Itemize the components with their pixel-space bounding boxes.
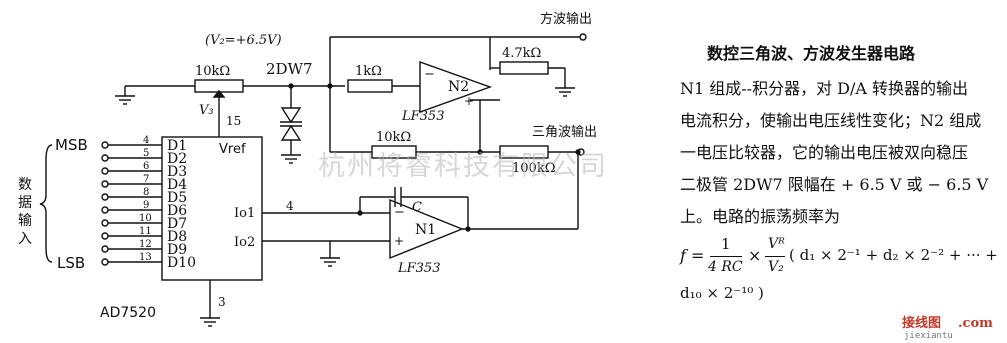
zener-diode-bottom bbox=[280, 124, 302, 141]
pinnum-2: 5 bbox=[143, 148, 150, 159]
pin-d1: D1 bbox=[167, 138, 188, 154]
square-out-label: 方波输出 bbox=[540, 12, 593, 27]
n2-label: N2 bbox=[448, 79, 470, 95]
n1-label: N1 bbox=[415, 222, 437, 238]
formula-sum: ( d₁ × 2⁻¹ + d₂ × 2⁻² + ··· + bbox=[789, 246, 998, 264]
data-in-char-3: 输 bbox=[18, 213, 32, 229]
formula-f: f = bbox=[680, 246, 705, 265]
brand-name: 接线图 bbox=[902, 316, 942, 331]
opamp-n2 bbox=[419, 61, 493, 113]
triangle-out-label: 三角波输出 bbox=[532, 125, 598, 140]
data-brace bbox=[39, 144, 53, 263]
formula-last: d₁₀ × 2⁻¹⁰ ) bbox=[680, 284, 764, 302]
pin-d5: D5 bbox=[167, 190, 188, 206]
description-line-1: N1 组成--积分器，对 D/A 转换器的输出 bbox=[680, 79, 969, 98]
pot-label: 10kΩ bbox=[195, 64, 231, 79]
resistor-1k bbox=[347, 79, 393, 93]
n1-minus: − bbox=[394, 205, 405, 220]
r100k-label: 100kΩ bbox=[512, 161, 556, 176]
description-line-2: 电流积分，使输出电压线性变化；N2 组成 bbox=[680, 111, 982, 130]
n1-plus: + bbox=[394, 234, 405, 248]
description-line-3: 一电压比较器，它的输出电压被双向稳压 bbox=[680, 143, 969, 162]
cap-label: C bbox=[412, 200, 422, 215]
formula-vz: V₂ bbox=[768, 259, 784, 275]
r1k-label: 1kΩ bbox=[355, 64, 382, 79]
io2-label: Io2 bbox=[234, 235, 256, 250]
description-title: 数控三角波、方波发生器电路 bbox=[707, 44, 916, 63]
formula-vr: Vᴿ bbox=[768, 236, 785, 252]
msb-label: MSB bbox=[55, 136, 88, 154]
data-in-char-1: 数 bbox=[18, 177, 32, 193]
formula-fraction-bar bbox=[710, 256, 742, 257]
lsb-label: LSB bbox=[57, 254, 86, 272]
pinnum-7: 10 bbox=[139, 213, 152, 224]
vref-label: Vref bbox=[219, 142, 246, 157]
pin3-label: 3 bbox=[218, 295, 226, 309]
pinnum-9: 12 bbox=[139, 239, 152, 250]
opamp-n1 bbox=[389, 198, 464, 260]
n2-minus: − bbox=[424, 67, 435, 82]
n2-part: LF353 bbox=[402, 109, 445, 124]
pinnum-5: 8 bbox=[143, 187, 150, 198]
pinnum-4: 7 bbox=[143, 174, 150, 185]
r10k-label: 10kΩ bbox=[376, 130, 412, 145]
pinnum-6: 9 bbox=[143, 200, 150, 211]
pin-d3: D3 bbox=[167, 164, 188, 180]
pinnum-10: 13 bbox=[139, 252, 152, 263]
n1-part: LF353 bbox=[398, 261, 441, 276]
resistor-4-7k bbox=[499, 61, 549, 75]
description-line-5: 上。电路的振荡频率为 bbox=[680, 207, 841, 226]
formula-times: × bbox=[748, 246, 762, 265]
brand-com: .com bbox=[958, 316, 993, 331]
pin-d10: D10 bbox=[167, 255, 197, 271]
data-in-char-2: 据 bbox=[18, 195, 32, 211]
brand-url: jiexiantu bbox=[904, 331, 953, 341]
n2-plus: + bbox=[464, 94, 475, 108]
ad7520-chip bbox=[161, 136, 263, 281]
io1-label: Io1 bbox=[234, 206, 256, 221]
pin-d2: D2 bbox=[167, 151, 188, 167]
formula-numerator: 1 bbox=[721, 235, 731, 253]
vz-note: (V₂=+6.5V) bbox=[205, 33, 282, 48]
pin-d6: D6 bbox=[167, 203, 188, 219]
zener-label: 2DW7 bbox=[266, 60, 313, 78]
zener-diode-top bbox=[280, 107, 302, 124]
vr-label: V₃ bbox=[199, 103, 214, 118]
r47k-label: 4.7kΩ bbox=[502, 46, 542, 61]
description-line-4: 二极管 2DW7 限幅在 + 6.5 V 或 − 6.5 V bbox=[680, 175, 989, 194]
chip-label: AD7520 bbox=[100, 305, 156, 321]
pinnum-1: 4 bbox=[143, 135, 150, 146]
formula-ratio-bar bbox=[765, 256, 785, 257]
pin-d8: D8 bbox=[167, 229, 188, 245]
pinnum-8: 11 bbox=[139, 226, 152, 237]
pin-d9: D9 bbox=[167, 242, 188, 258]
pinnum-3: 6 bbox=[143, 161, 150, 172]
data-input-pins bbox=[101, 141, 162, 266]
pin-d4: D4 bbox=[167, 177, 188, 193]
watermark: 杭州将睿科技有限公司 bbox=[318, 151, 608, 182]
pin4-label: 4 bbox=[286, 199, 294, 213]
data-in-char-4: 入 bbox=[18, 231, 32, 247]
pin15-label: 15 bbox=[226, 114, 242, 128]
formula-denominator: 4 RC bbox=[708, 259, 743, 275]
pin-d7: D7 bbox=[167, 216, 188, 232]
